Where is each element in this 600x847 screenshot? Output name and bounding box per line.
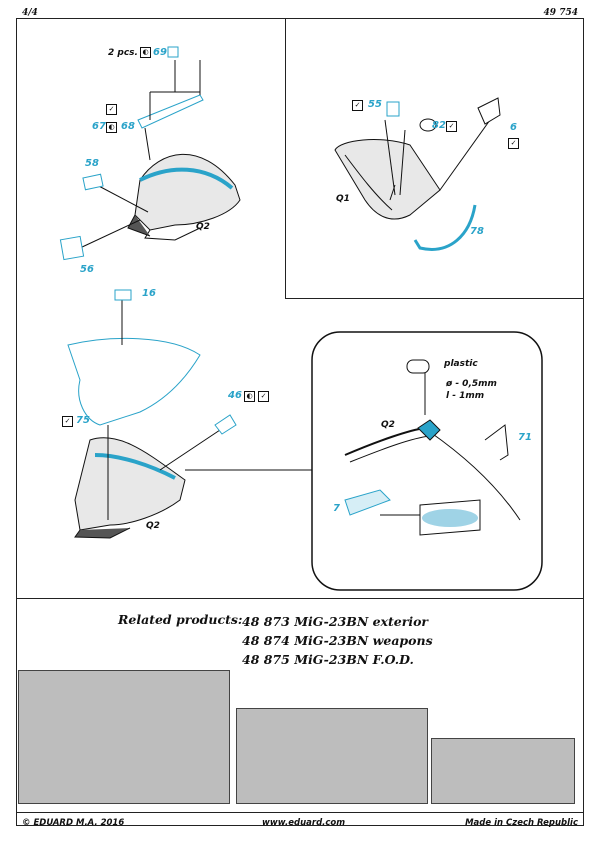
diameter-label: ø - 0,5mm	[446, 379, 497, 389]
detail-assembly-label: Q2	[381, 420, 395, 430]
part-82-label: 82	[432, 120, 446, 131]
fret-sheet-exterior	[18, 670, 230, 804]
related-item: 48 874 MiG-23BN weapons	[242, 633, 433, 648]
assembly-q2-label: Q2	[146, 521, 160, 531]
part-82-shape	[419, 118, 437, 132]
detail-bubble	[311, 331, 543, 591]
catalog-number: 49 754	[543, 8, 578, 18]
part-58-shape	[82, 173, 104, 191]
website-link[interactable]: www.eduard.com	[262, 818, 346, 828]
part-78-shape	[413, 204, 477, 251]
checkbox-icon: ✓	[258, 391, 269, 402]
part-75-label: 75	[76, 415, 90, 426]
part-69-shape	[167, 46, 179, 58]
quantity-label: 2 pcs.	[108, 48, 138, 58]
part-6-label: 6	[510, 122, 517, 133]
checkbox-icon: ✓	[62, 416, 73, 427]
part-55-label: 55	[368, 99, 382, 110]
part-55-shape	[386, 101, 400, 117]
panel2-art	[334, 119, 491, 220]
assembly-q1-label: Q1	[336, 194, 350, 204]
origin-label: Made in Czech Republic	[465, 818, 578, 828]
checkbox-icon: ✓	[446, 121, 457, 132]
part-16-label: 16	[142, 288, 156, 299]
part-56-label: 56	[80, 264, 94, 275]
part-7-label: 7	[333, 503, 340, 514]
part-46-shape	[214, 414, 237, 435]
assembly-q2-label: Q2	[196, 222, 210, 232]
fold-icon: ◐	[106, 122, 117, 133]
part-78-label: 78	[470, 226, 484, 237]
panel-divider-vertical	[285, 18, 286, 298]
copyright: © EDUARD M.A. 2016	[22, 818, 125, 828]
part-46-label: 46	[228, 390, 242, 401]
checkbox-icon: ✓	[352, 100, 363, 111]
related-list: 48 873 MiG-23BN exterior 48 874 MiG-23BN…	[242, 612, 433, 669]
section-divider	[16, 598, 584, 599]
part-71-label: 71	[518, 432, 532, 443]
panel3-art	[67, 295, 312, 539]
part-58-label: 58	[85, 158, 99, 169]
fret-sheet-fod	[431, 738, 575, 804]
fold-icon: ◐	[244, 391, 255, 402]
part-67-label: 67	[92, 121, 106, 132]
part-6-shape	[477, 97, 501, 125]
related-heading: Related products:	[118, 612, 243, 627]
panel-divider-horizontal	[285, 298, 584, 299]
fold-icon: ◐	[140, 47, 151, 58]
instruction-frame	[16, 18, 584, 826]
length-label: l - 1mm	[446, 391, 485, 401]
page-number: 4/4	[22, 8, 38, 18]
checkbox-icon: ✓	[508, 138, 519, 149]
detail-art	[344, 372, 521, 536]
part-68-label: 68	[121, 121, 135, 132]
part-56-shape	[59, 235, 85, 261]
related-item: 48 875 MiG-23BN F.O.D.	[242, 652, 414, 667]
plastic-rod	[406, 359, 430, 374]
part-7-shape	[344, 489, 391, 516]
checkbox-icon: ✓	[106, 104, 117, 115]
part-69-label: 69	[153, 47, 167, 58]
material-label: plastic	[444, 359, 478, 369]
part-16-shape	[114, 289, 132, 301]
fret-sheet-weapons	[236, 708, 428, 804]
related-item: 48 873 MiG-23BN exterior	[242, 614, 428, 629]
footer-divider	[16, 812, 584, 813]
panel1-art	[79, 60, 241, 249]
